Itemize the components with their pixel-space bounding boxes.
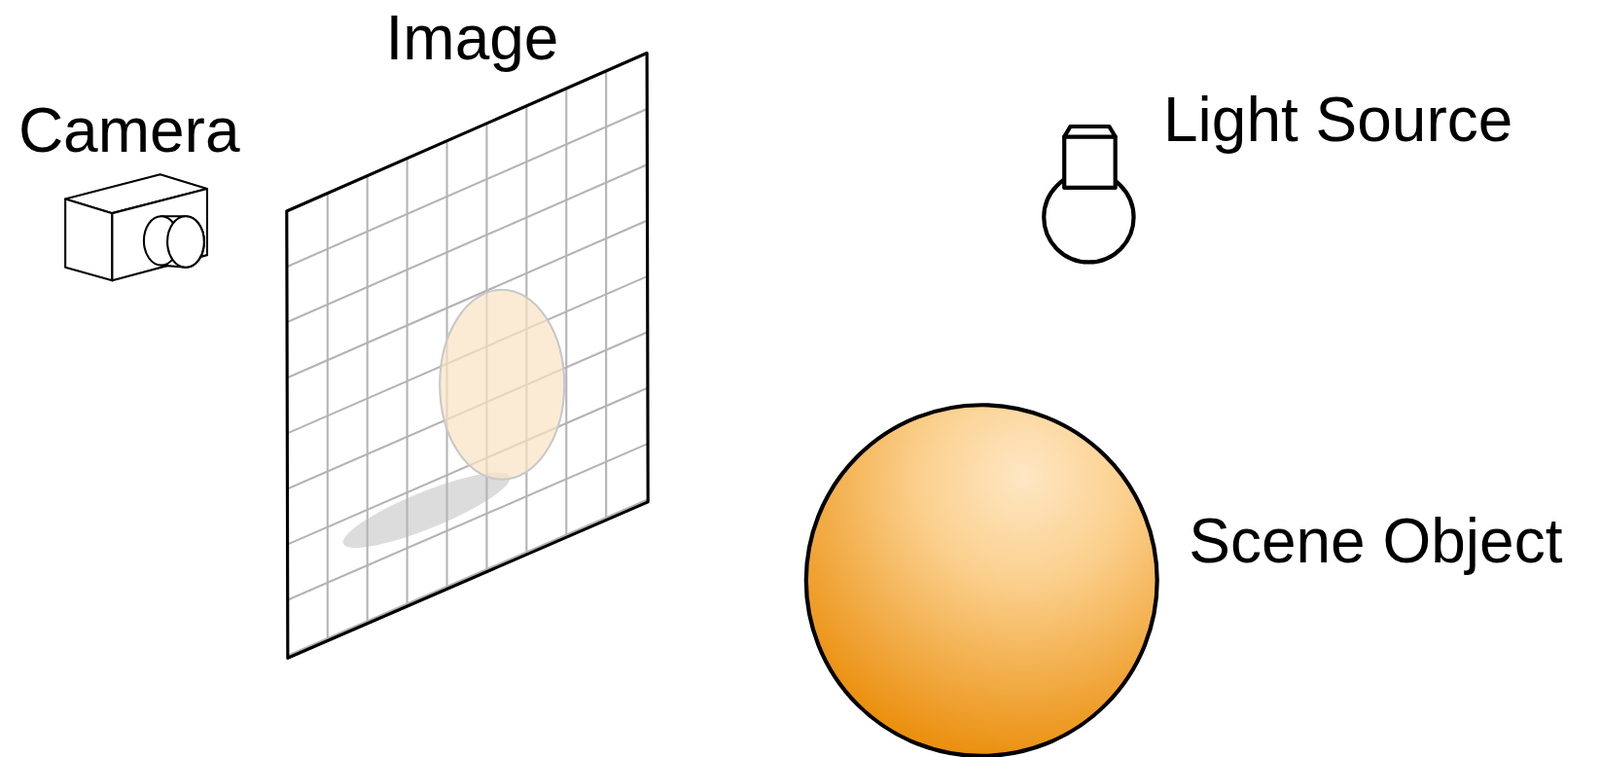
pixel-grid: [286, 71, 647, 656]
grid-line: [286, 499, 647, 656]
part-label: Light Source: [1163, 88, 1513, 151]
light-bulb-icon: [1043, 126, 1134, 262]
grid-line: [604, 71, 607, 521]
projected-sphere: [439, 289, 565, 480]
camera-side: [65, 198, 112, 281]
image-plane-border: [286, 53, 648, 659]
part-label: Camera: [18, 99, 241, 162]
image-plane: [286, 53, 648, 659]
part-label: Image: [386, 6, 560, 70]
scene-sphere: [806, 404, 1158, 756]
bulb-cap: [1064, 126, 1115, 137]
camera-front: [111, 188, 208, 281]
part-label: Scene Object: [1188, 509, 1563, 572]
camera-icon: [65, 174, 208, 281]
camera-lens-front: [167, 215, 205, 267]
bulb-base: [1064, 137, 1115, 188]
image-plane-fill: [286, 53, 648, 659]
